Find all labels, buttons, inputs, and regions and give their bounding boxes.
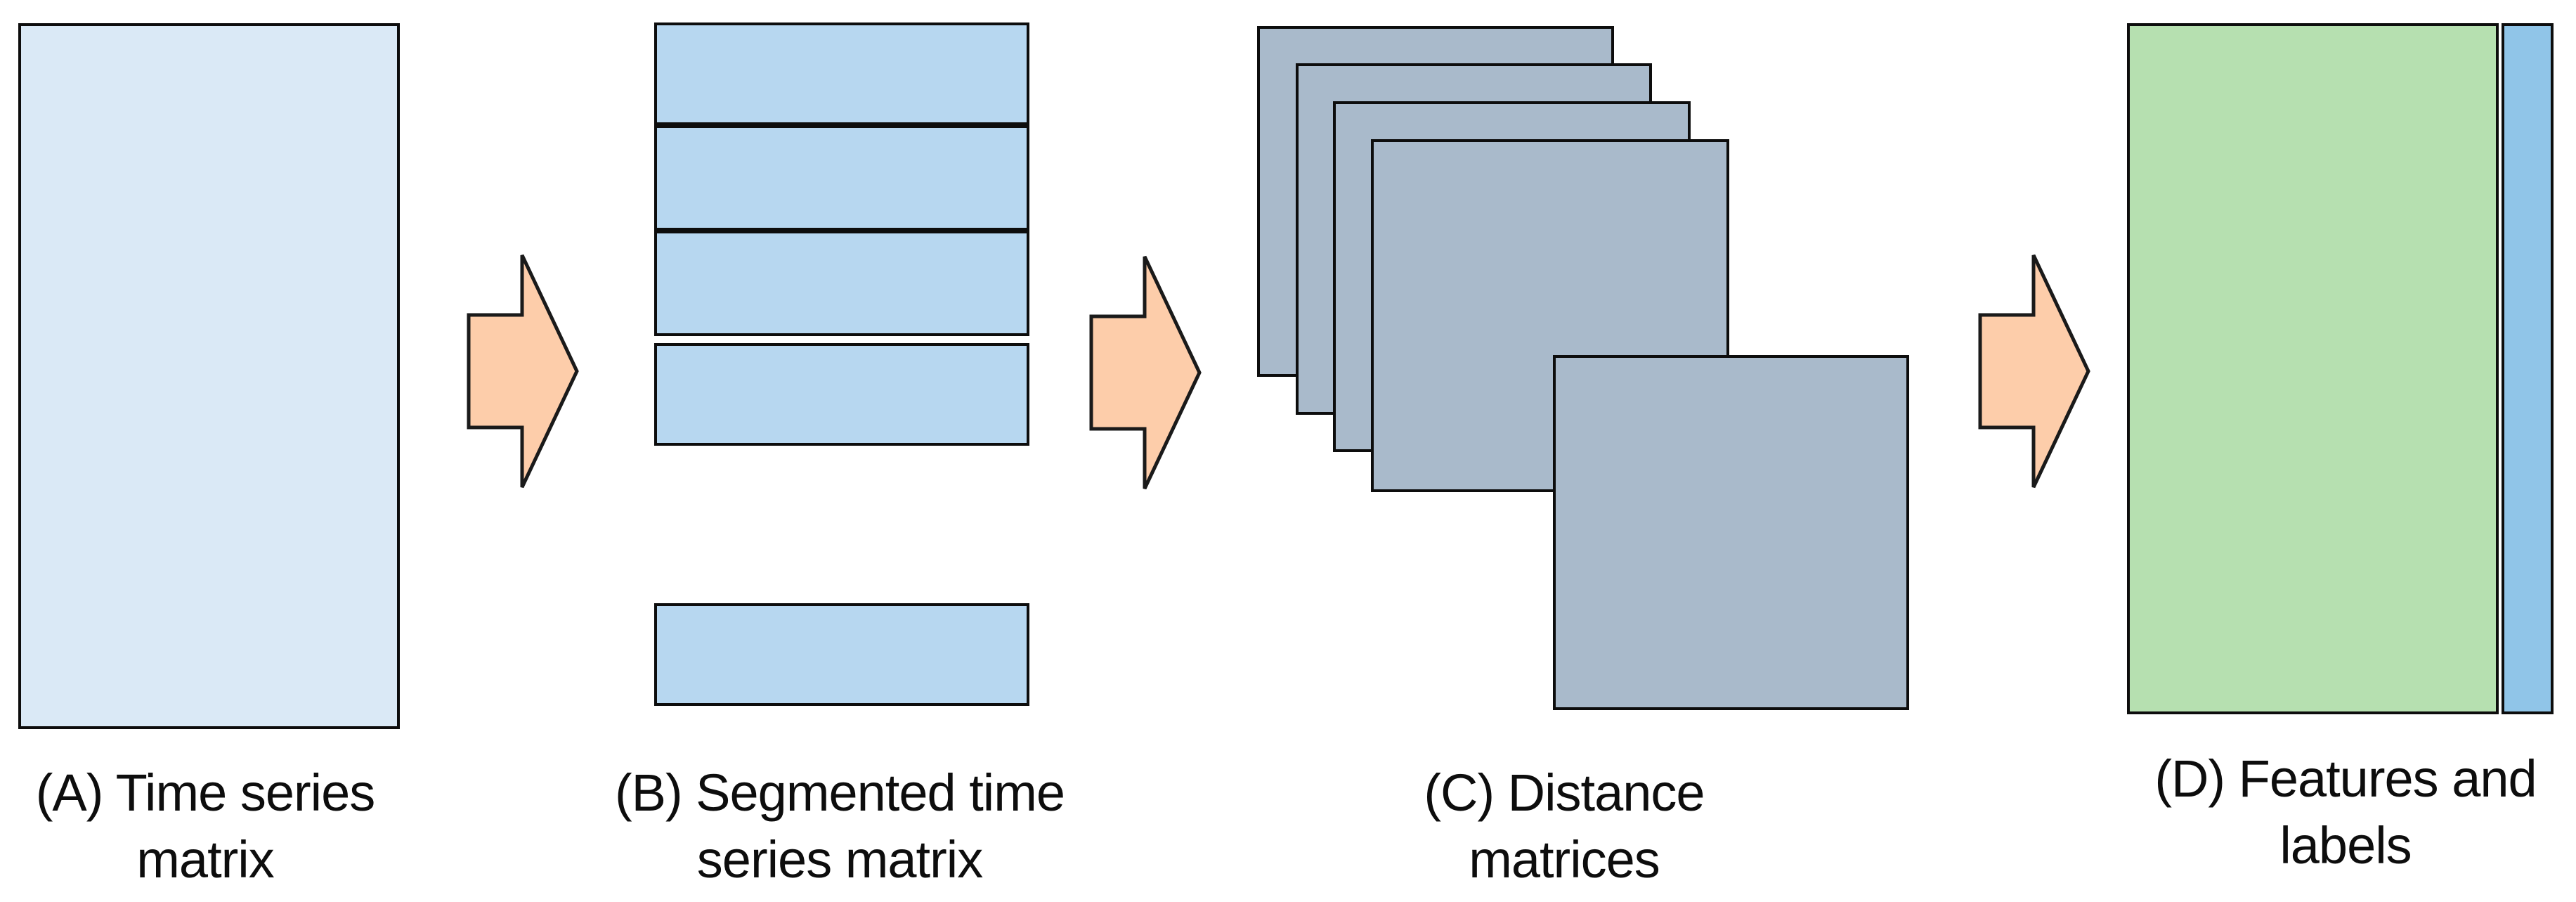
- distance-matrix-square-5: [1553, 355, 1909, 710]
- caption-stage-a-line2: matrix: [136, 830, 274, 889]
- labels-column-rect: [2502, 23, 2554, 714]
- caption-stage-d-line2: labels: [2279, 816, 2412, 875]
- features-rect: [2127, 23, 2499, 714]
- segment-bar-2: [654, 125, 1029, 231]
- caption-stage-c-line1: (C) Distance: [1424, 764, 1705, 822]
- segment-bar-4: [654, 343, 1029, 446]
- caption-stage-b: (B) Segmented time series matrix: [573, 759, 1107, 893]
- time-series-matrix-rect: [18, 23, 400, 729]
- caption-stage-a: (A) Time series matrix: [0, 759, 472, 893]
- caption-stage-c-line2: matrices: [1469, 830, 1660, 889]
- caption-stage-c: (C) Distance matrices: [1297, 759, 1831, 893]
- right-arrow-shape: [1978, 254, 2090, 489]
- segment-bar-5: [654, 603, 1029, 706]
- caption-stage-b-line1: (B) Segmented time: [614, 764, 1065, 822]
- segment-bar-3: [654, 231, 1029, 336]
- caption-stage-a-line1: (A) Time series: [35, 764, 376, 822]
- right-arrow-icon: [467, 254, 579, 489]
- right-arrow-shape: [1089, 255, 1202, 490]
- caption-stage-b-line2: series matrix: [696, 830, 983, 889]
- segment-bar-1: [654, 22, 1029, 125]
- caption-stage-d-line1: (D) Features and: [2154, 749, 2537, 808]
- right-arrow-shape: [467, 254, 579, 489]
- right-arrow-icon: [1978, 254, 2090, 489]
- caption-stage-d: (D) Features and labels: [2079, 745, 2576, 879]
- right-arrow-icon: [1089, 255, 1202, 490]
